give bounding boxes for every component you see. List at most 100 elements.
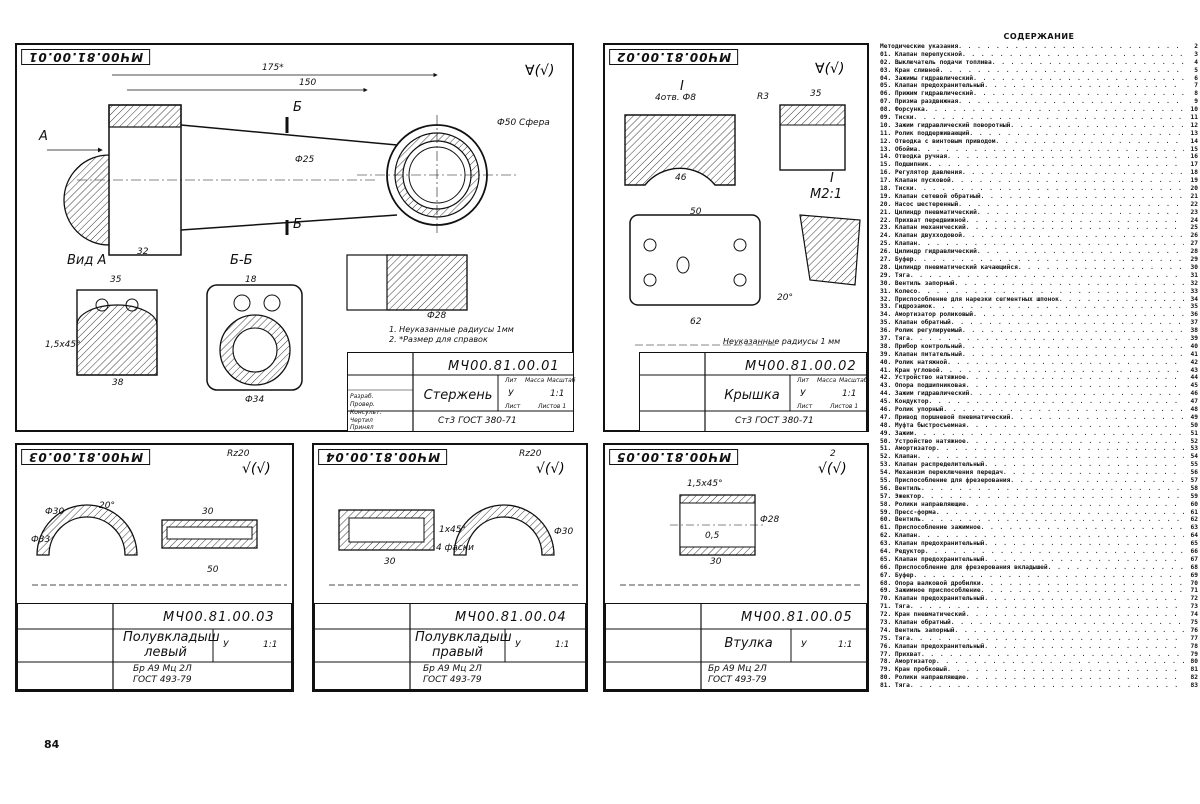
toc-item: 75. Тяга . . . . . . . . . . . . . . . .… [880, 635, 1198, 643]
toc-item-title: 60. Вентиль [880, 516, 921, 524]
toc-item: 46. Ролик упорный . . . . . . . . . . . … [880, 406, 1198, 414]
toc-item: 63. Клапан предохранительный . . . . . .… [880, 540, 1198, 548]
toc-leader-dots: . . . . . . . . . . . . . . . . . . . . … [913, 571, 1184, 579]
toc-leader-dots: . . . . . . . . . . . . . . . . . . . . … [976, 208, 1184, 216]
tb-scale: 1:1 [838, 640, 853, 650]
toc-leader-dots: . . . . . . . . . . . . . . . . . . . . … [976, 248, 1184, 256]
toc-item: 08. Форсунка . . . . . . . . . . . . . .… [880, 106, 1198, 114]
toc-leader-dots: . . . . . . . . . . . . . . . . . . . . … [939, 366, 1184, 374]
toc-leader-dots: . . . . . . . . . . . . . . . . . . . . … [917, 240, 1184, 248]
toc-item-page: 3 [1194, 50, 1198, 58]
toc-item-page: 52 [1190, 437, 1198, 445]
toc-item-page: 75 [1190, 619, 1198, 627]
toc-item-page: 67 [1190, 555, 1198, 563]
section-b-label-top: Б [293, 100, 302, 115]
toc-item-title: 79. Кран пробковый [880, 666, 948, 674]
toc-item-page: 49 [1190, 413, 1198, 421]
view-a-label: Вид А [67, 253, 107, 268]
toc-item: 69. Зажимное приспособление . . . . . . … [880, 587, 1198, 595]
toc-item-title: 48. Муфта быстросъемная [880, 421, 966, 429]
drawing-sheet-poluvkladysh-pravyi: МЧ00.81.00.04 Rz20 √(√) 1х45° 4 фаски Ф3… [312, 443, 588, 692]
toc-item-title: 63. Клапан предохранительный [880, 540, 985, 548]
title-block-material: Ст3 ГОСТ 380-71 [438, 416, 517, 426]
dim-175: 175* [262, 63, 284, 73]
toc-item-page: 44 [1190, 374, 1198, 382]
toc-item-page: 40 [1190, 342, 1198, 350]
toc-item-page: 78 [1190, 642, 1198, 650]
toc-leader-dots: . . . . . . . . . . . . . . . . . . . . … [965, 382, 1184, 390]
toc-item: 44. Зажим гидравлический . . . . . . . .… [880, 390, 1198, 398]
toc-leader-dots: . . . . . . . . . . . . . . . . . . . . … [965, 500, 1184, 508]
toc-item: 72. Кран пневматический . . . . . . . . … [880, 611, 1198, 619]
toc-item-page: 48 [1190, 405, 1198, 413]
dim-4-chamfers: 4 фаски [436, 543, 475, 553]
toc-item: 81. Тяга . . . . . . . . . . . . . . . .… [880, 682, 1198, 690]
tb-sheet-header: Лист [797, 403, 813, 410]
toc-item: 38. Прибор контрольный . . . . . . . . .… [880, 343, 1198, 351]
toc-item-page: 81 [1190, 666, 1198, 674]
toc-leader-dots: . . . . . . . . . . . . . . . . . . . . … [909, 271, 1184, 279]
toc-item: 07. Призма раздвижная . . . . . . . . . … [880, 98, 1198, 106]
toc-item-page: 62 [1190, 516, 1198, 524]
toc-item: 03. Кран сливной . . . . . . . . . . . .… [880, 67, 1198, 75]
toc-item-title: 28. Цилиндр пневматический качающийся [880, 263, 1018, 271]
toc-item-page: 26 [1190, 232, 1198, 240]
dim-46: 46 [675, 173, 687, 183]
toc-item: 45. Кондуктор . . . . . . . . . . . . . … [880, 398, 1198, 406]
toc-leader-dots: . . . . . . . . . . . . . . . . . . . . … [973, 74, 1184, 82]
toc-item: 23. Клапан механический . . . . . . . . … [880, 224, 1198, 232]
toc-item-title: 39. Клапан питательный [880, 350, 962, 358]
dim-d33: Ф33 [31, 535, 51, 545]
toc-item: 01. Клапан перепускной . . . . . . . . .… [880, 51, 1198, 59]
title-block-code: МЧ00.81.00.01 [448, 359, 560, 374]
toc-leader-dots: . . . . . . . . . . . . . . . . . . . . … [1010, 413, 1184, 421]
toc-item-page: 19 [1190, 177, 1198, 185]
toc-item-page: 9 [1194, 98, 1198, 106]
toc-leader-dots: . . . . . . . . . . . . . . . . . . . . … [965, 421, 1184, 429]
toc-item: 71. Тяга . . . . . . . . . . . . . . . .… [880, 603, 1198, 611]
toc-leader-dots: . . . . . . . . . . . . . . . . . . . . … [965, 437, 1184, 445]
toc-item-page: 63 [1190, 524, 1198, 532]
toc-item-page: 72 [1190, 595, 1198, 603]
toc-item-page: 27 [1190, 240, 1198, 248]
part-drawing-vtulka: √(√) [620, 461, 860, 586]
toc-leader-dots: . . . . . . . . . . . . . . . . . . . . … [984, 461, 1184, 469]
toc-item: 05. Клапан предохранительный . . . . . .… [880, 82, 1198, 90]
toc-item: 55. Приспособление для фрезерования . . … [880, 477, 1198, 485]
dim-18: 18 [245, 275, 257, 285]
toc-leader-dots: . . . . . . . . . . . . . . . . . . . . … [947, 153, 1184, 161]
toc-item-title: Методические указания [880, 43, 959, 50]
toc-leader-dots: . . . . . . . . . . . . . . . . . . . . … [961, 342, 1184, 350]
toc-item: 13. Обойма . . . . . . . . . . . . . . .… [880, 146, 1198, 154]
dim-holes: 4отв. Ф8 [655, 93, 696, 103]
toc-leader-dots: . . . . . . . . . . . . . . . . . . . . … [965, 674, 1184, 682]
detail-i-mark: I [680, 79, 684, 94]
toc-item-title: 13. Обойма [880, 145, 918, 153]
toc-item-title: 24. Клапан двухходовой [880, 232, 962, 240]
dim-35: 35 [110, 275, 122, 285]
svg-text:√(√): √(√) [818, 461, 847, 477]
toc-item-title: 18. Тиски [880, 185, 914, 193]
title-block-material: Ст3 ГОСТ 380-71 [735, 416, 814, 426]
toc-item: 65. Клапан предохранительный . . . . . .… [880, 556, 1198, 564]
toc-item-page: 65 [1190, 540, 1198, 548]
toc-leader-dots: . . . . . . . . . . . . . . . . . . . . … [924, 548, 1184, 555]
tb-lit: У [515, 640, 521, 650]
toc-leader-dots: . . . . . . . . . . . . . . . . . . . . … [1017, 263, 1184, 271]
toc-item-page: 41 [1190, 350, 1198, 358]
tb-chertil: Чертил [350, 417, 373, 424]
toc-item-page: 32 [1190, 279, 1198, 287]
toc-item-page: 47 [1190, 398, 1198, 406]
toc-item: 33. Гидрозамок . . . . . . . . . . . . .… [880, 303, 1198, 311]
toc-item-page: 22 [1190, 200, 1198, 208]
toc-item-page: 66 [1190, 548, 1198, 555]
toc-leader-dots: . . . . . . . . . . . . . . . . . . . . … [973, 90, 1184, 98]
toc-item-page: 68 [1190, 563, 1198, 571]
dim-50: 50 [207, 565, 219, 575]
toc-item-title: 30. Вентиль запорный [880, 279, 955, 287]
dim-0-5: 0,5 [705, 531, 720, 541]
dim-30: 30 [384, 557, 396, 567]
toc-item-title: 33. Гидрозамок [880, 303, 933, 311]
toc-item-title: 42. Устройство натяжное [880, 374, 966, 382]
toc-item: 26. Цилиндр гидравлический . . . . . . .… [880, 248, 1198, 256]
